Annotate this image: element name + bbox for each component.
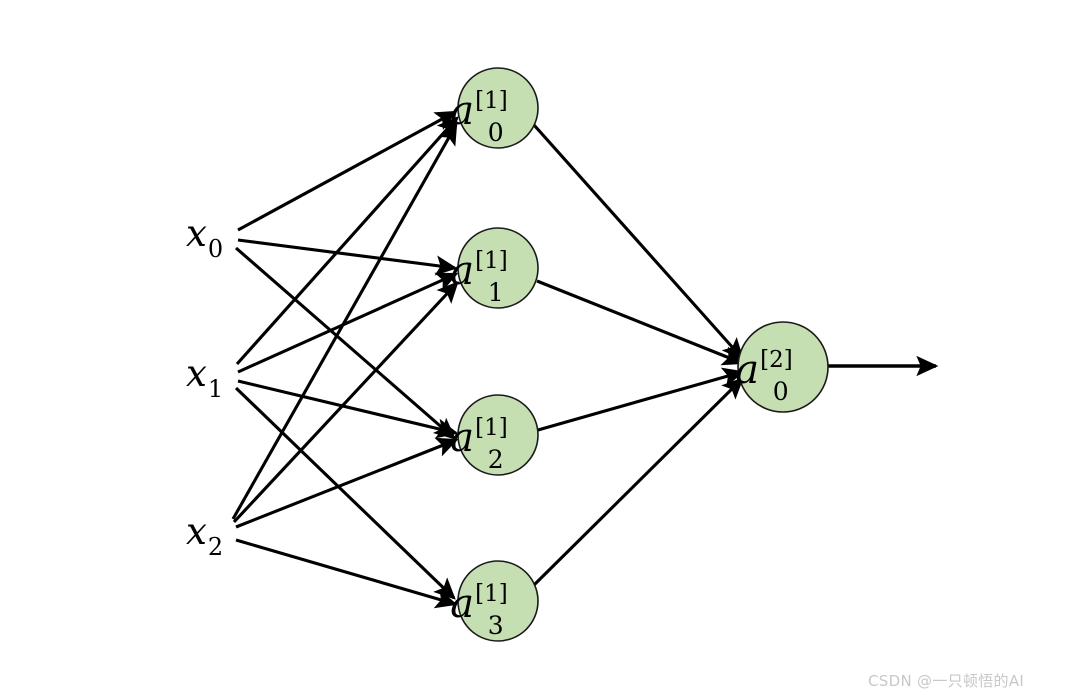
- hidden-a0-base: a: [450, 88, 474, 134]
- edge-x1-to-a2: [237, 379, 459, 439]
- svg-text:x0: x0: [186, 212, 223, 263]
- input-x1-base: x: [186, 352, 207, 395]
- output-a0-sup: [2]: [760, 347, 793, 373]
- input-x2-base: x: [186, 510, 207, 553]
- hidden-node-a1-circle[interactable]: [457, 227, 539, 309]
- csdn-watermark: CSDN @一只顿悟的AI: [868, 672, 1025, 690]
- hidden-a3-sub: 3: [488, 611, 504, 640]
- edge-a3-to-out: [532, 377, 744, 587]
- hidden-a1-sub: 1: [488, 278, 504, 307]
- edge-x2-to-a2: [235, 437, 459, 529]
- svg-text:a[1]0: a[1] 0: [450, 88, 507, 147]
- hidden-node-a3[interactable]: a[1] 3: [450, 560, 539, 642]
- edge-a1-to-out: [536, 279, 745, 366]
- hidden-a3-base: a: [450, 581, 474, 627]
- edge-x0-to-a2: [234, 246, 456, 440]
- input-node-x1: x1: [186, 352, 223, 403]
- input-x1-sub: 1: [208, 375, 223, 403]
- edge-x2-to-a3: [235, 538, 458, 609]
- hidden-node-a3-circle[interactable]: [457, 560, 539, 642]
- hidden-a2-base: a: [450, 415, 474, 461]
- hidden-node-a2[interactable]: a[1] 2: [450, 394, 539, 476]
- hidden-a2-sub: 2: [488, 445, 504, 474]
- edge-x0-to-a1: [237, 238, 458, 276]
- hidden-a1-sup: [1]: [475, 248, 508, 274]
- hidden-layer-nodes: a[1]0 a[1]1 a[1]2 a[1]3: [450, 67, 539, 642]
- output-a0-sub: 0: [773, 377, 789, 406]
- hidden-a2-sup: [1]: [475, 415, 508, 441]
- output-a0-base: a: [735, 347, 759, 393]
- input-x0-sub: 0: [208, 235, 223, 263]
- svg-text:a[2]0: a[2] 0: [735, 347, 792, 406]
- output-node-a0[interactable]: a[2] 0: [735, 321, 829, 413]
- svg-text:a[1]1: a[1] 1: [450, 248, 507, 307]
- edge-a0-to-out: [532, 123, 744, 360]
- edge-x1-to-a3: [234, 386, 456, 600]
- svg-text:a[1]3: a[1] 3: [450, 581, 507, 640]
- output-node-a0-circle[interactable]: [737, 321, 829, 413]
- edge-x2-to-a1: [232, 281, 459, 524]
- edge-group-hidden-to-output: [532, 123, 745, 587]
- edge-group-input-to-hidden: [231, 110, 459, 609]
- output-layer-nodes: a[2] 0: [735, 321, 829, 413]
- edge-x1-to-a0: [235, 116, 459, 366]
- edge-x0-to-a0: [237, 110, 458, 232]
- input-layer-labels: x0 x1 x2: [186, 212, 223, 561]
- svg-text:a[1]2: a[1] 2: [450, 415, 507, 474]
- svg-text:x1: x1: [186, 352, 223, 403]
- input-x2-sub: 2: [208, 533, 223, 561]
- edge-x1-to-a1: [237, 272, 459, 374]
- hidden-node-a0[interactable]: a[1] 0: [450, 67, 539, 149]
- hidden-node-a1[interactable]: a[1] 1: [450, 227, 539, 309]
- input-node-x0: x0: [186, 212, 223, 263]
- hidden-node-a0-circle[interactable]: [457, 67, 539, 149]
- input-node-x2: x2: [186, 510, 223, 561]
- hidden-a3-sup: [1]: [475, 581, 508, 607]
- input-x0-base: x: [186, 212, 207, 255]
- edge-a2-to-out: [537, 367, 745, 432]
- hidden-a0-sub: 0: [488, 118, 504, 147]
- edge-x2-to-a0: [231, 122, 458, 520]
- hidden-a0-sup: [1]: [475, 88, 508, 114]
- hidden-node-a2-circle[interactable]: [457, 394, 539, 476]
- hidden-a1-base: a: [450, 248, 474, 294]
- svg-text:x2: x2: [186, 510, 223, 561]
